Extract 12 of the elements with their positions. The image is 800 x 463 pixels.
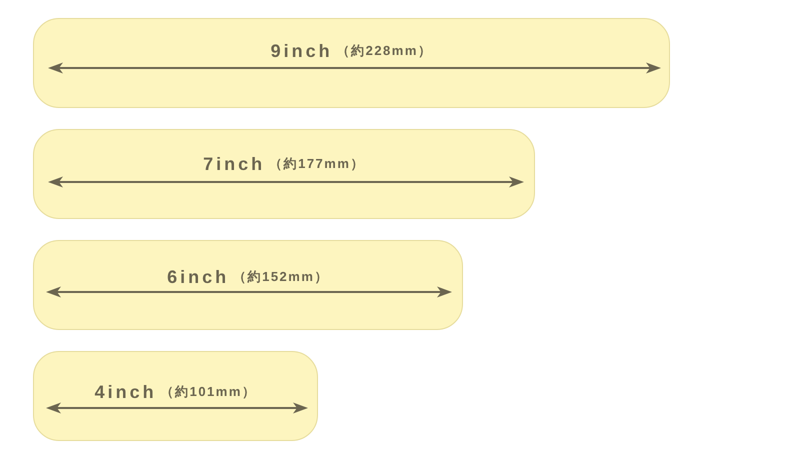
millimeter-label: （約152mm） [233,268,329,286]
size-bar [33,129,535,219]
millimeter-label: （約228mm） [336,42,432,60]
size-bar [33,240,463,330]
millimeter-label: （約177mm） [269,155,365,173]
inch-label: 6inch [167,266,230,288]
size-bar [33,18,670,108]
millimeter-label: （約101mm） [160,383,256,401]
inch-label: 4inch [94,381,157,403]
inch-label: 7inch [203,153,266,175]
inch-label: 9inch [270,40,333,62]
size-bar [33,351,318,441]
